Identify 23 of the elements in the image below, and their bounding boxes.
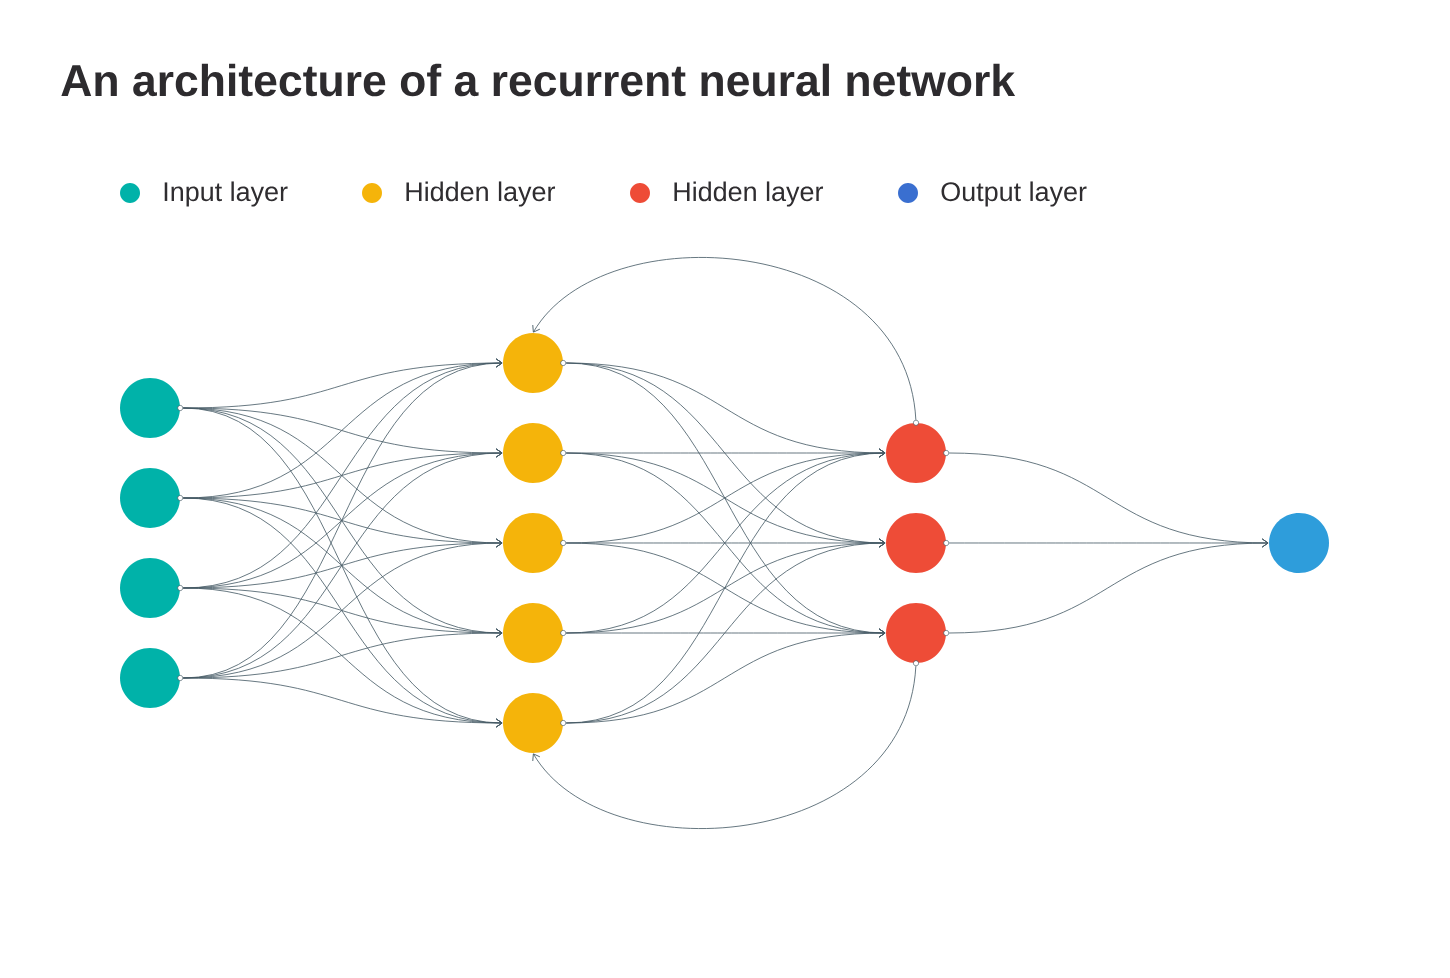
arrow bbox=[532, 257, 917, 421]
neuron-circle bbox=[886, 513, 950, 573]
arrow bbox=[948, 538, 1269, 634]
legend-label: Hidden layer bbox=[674, 181, 823, 207]
neuron-circle bbox=[120, 558, 184, 618]
title: An architecture of a recurrent neural network bbox=[61, 63, 1016, 97]
neuron-circle bbox=[120, 648, 184, 708]
neuron-circle bbox=[886, 603, 950, 667]
neuron-circle bbox=[120, 378, 184, 438]
neuron-circle bbox=[503, 423, 567, 483]
neuron-circle bbox=[503, 603, 567, 663]
arrow bbox=[565, 628, 886, 724]
neuron-circle bbox=[503, 513, 567, 573]
arrow bbox=[532, 665, 917, 829]
neuron-circle bbox=[503, 693, 567, 753]
neuron-circle bbox=[1269, 513, 1329, 573]
legend-label: Hidden layer bbox=[406, 181, 555, 207]
legend-label: Output layer bbox=[941, 181, 1087, 207]
arrow bbox=[182, 677, 503, 728]
neuron-circle bbox=[503, 333, 567, 393]
neuron-circle bbox=[886, 419, 950, 483]
neuron-circle bbox=[120, 468, 184, 528]
legend-label: Input layer bbox=[164, 181, 288, 207]
